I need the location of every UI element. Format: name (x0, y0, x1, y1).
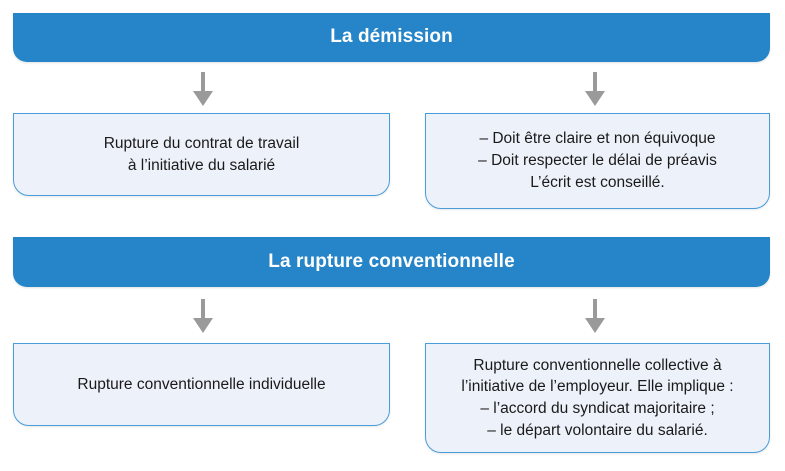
box-line: Rupture du contrat de travail (103, 134, 300, 152)
box-line: Rupture conventionnelle individuelle (77, 375, 326, 393)
content-box: Rupture du contrat de travail à l’initia… (13, 113, 390, 196)
box-line: – Doit respecter le délai de préavis (478, 152, 717, 170)
section-header-demission: La démission (13, 13, 770, 62)
arrow-shaft (593, 299, 597, 320)
box-line: – l’accord du syndicat majoritaire ; (480, 400, 715, 417)
content-box: – Doit être claire et non équivoque – Do… (425, 113, 770, 209)
content-box: Rupture conventionnelle individuelle (13, 343, 390, 426)
arrow-head (585, 318, 605, 333)
section-header-rupture-conventionnelle: La rupture conventionnelle (13, 237, 770, 287)
arrow-shaft (593, 72, 597, 93)
arrow-down-icon (583, 72, 607, 106)
box-line: – Doit être claire et non équivoque (479, 130, 716, 148)
box-line: à l’initiative du salarié (127, 156, 276, 174)
box-line: L’écrit est conseillé. (530, 173, 665, 191)
box-line: l’initiative de l’employeur. Elle impliq… (461, 378, 734, 396)
arrow-head (193, 91, 213, 106)
arrow-shaft (201, 299, 205, 320)
content-box: Rupture conventionnelle collective à l’i… (425, 343, 770, 453)
box-line: Rupture conventionnelle collective à (473, 356, 722, 374)
arrow-shaft (201, 72, 205, 93)
arrow-down-icon (583, 299, 607, 333)
arrow-down-icon (191, 72, 215, 106)
arrow-head (193, 318, 213, 333)
arrow-head (585, 91, 605, 106)
box-line: – le départ volontaire du salarié. (487, 421, 708, 439)
arrow-down-icon (191, 299, 215, 333)
section-header-label: La rupture conventionnelle (268, 250, 515, 272)
section-header-label: La démission (330, 26, 453, 48)
